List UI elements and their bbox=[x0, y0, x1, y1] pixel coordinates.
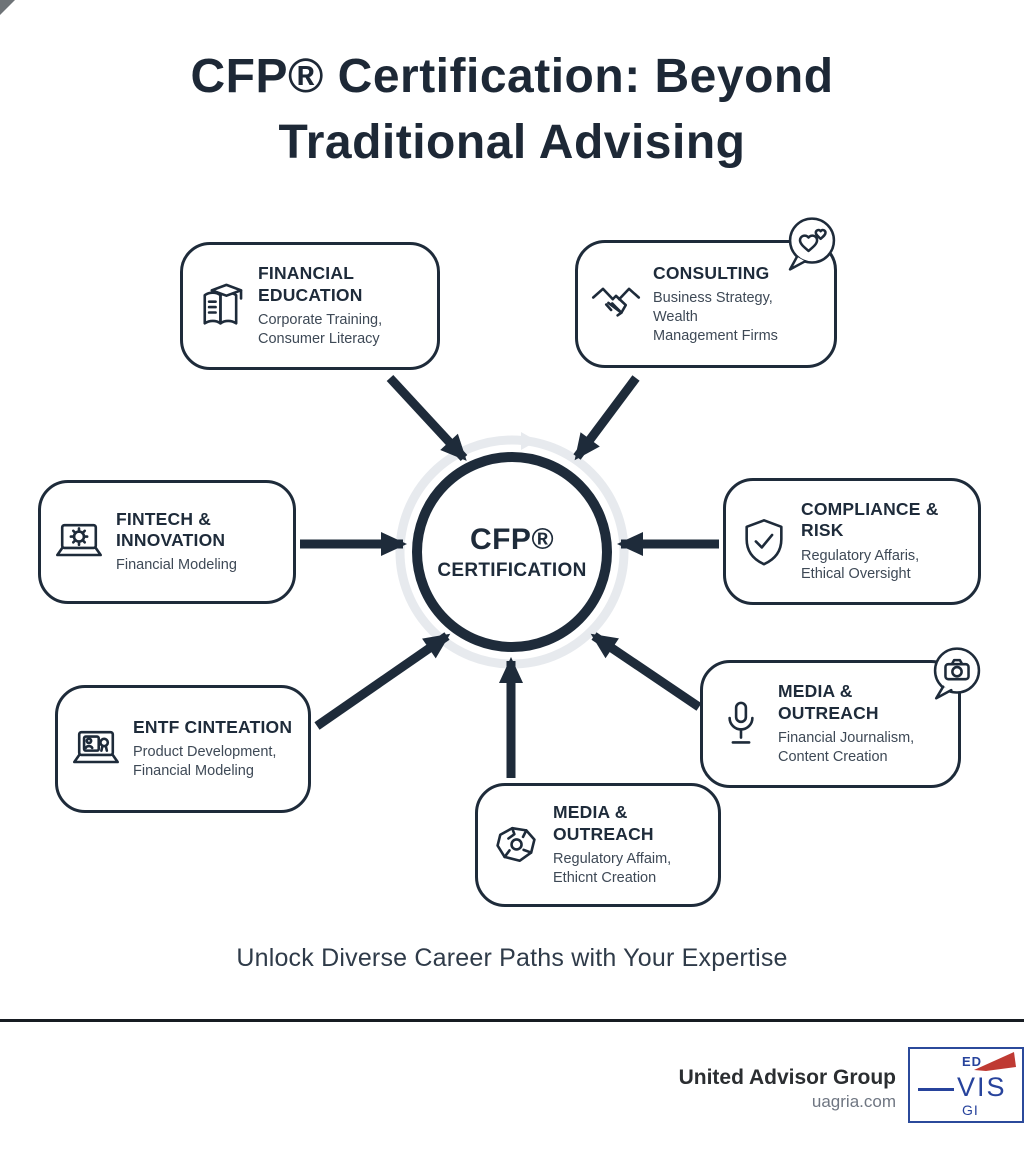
node-subtitle: Regulatory Affaim, Ethicnt Creation bbox=[553, 851, 672, 886]
center-title: CFP® bbox=[469, 522, 555, 556]
laptop-gear-icon bbox=[53, 516, 105, 568]
cycle-ring-arrowhead-icon bbox=[521, 432, 537, 450]
node-media-outreach-bottom: MEDIA & OUTREACH Regulatory Affaim, Ethi… bbox=[475, 783, 721, 907]
node-title: COMPLIANCE & RISK bbox=[801, 498, 939, 541]
logo-text-line2: VIS bbox=[957, 1072, 1007, 1102]
node-title: ENTF CINTEATION bbox=[133, 716, 293, 737]
logo-rule bbox=[918, 1088, 954, 1091]
node-title: CONSULTING bbox=[653, 262, 770, 283]
node-text: CONSULTING Business Strategy, Wealth Man… bbox=[653, 263, 820, 346]
node-subtitle: Corporate Training, Consumer Literacy bbox=[258, 312, 383, 347]
node-title: MEDIA & OUTREACH bbox=[778, 681, 879, 723]
website-url: uagria.com bbox=[811, 1092, 896, 1111]
microphone-icon bbox=[715, 698, 767, 750]
corner-artifact bbox=[0, 0, 15, 15]
center-subtitle: CERTIFICATION bbox=[437, 559, 587, 581]
node-consulting: CONSULTING Business Strategy, Wealth Man… bbox=[575, 240, 837, 368]
footer-divider bbox=[0, 1019, 1024, 1022]
node-financial-education: FINANCIAL EDUCATION Corporate Training, … bbox=[180, 242, 440, 370]
arrow-entf bbox=[314, 632, 451, 730]
crumpled-banknote-icon bbox=[490, 819, 542, 871]
node-text: FINTECH & INNOVATION Financial Modeling bbox=[116, 509, 237, 576]
speech-bubble-hearts-icon bbox=[782, 214, 842, 274]
node-media-outreach-right: MEDIA & OUTREACH Financial Journalism, C… bbox=[700, 660, 961, 788]
tagline: Unlock Diverse Career Paths with Your Ex… bbox=[236, 944, 788, 972]
node-fintech-innovation: FINTECH & INNOVATION Financial Modeling bbox=[38, 480, 296, 604]
node-text: COMPLIANCE & RISK Regulatory Affaris, Et… bbox=[801, 499, 964, 584]
node-entf-cinteation: ENTF CINTEATION Product Development, Fin… bbox=[55, 685, 311, 813]
arrow-media-right bbox=[590, 632, 702, 711]
logo-text-line1: ED bbox=[962, 1054, 983, 1069]
handshake-icon bbox=[590, 278, 642, 330]
uag-logo: ED VIS GI bbox=[908, 1047, 1024, 1123]
node-subtitle: Regulatory Affaris, Ethical Oversight bbox=[801, 547, 920, 583]
page-title: CFP® Certification: Beyond Traditional A… bbox=[190, 50, 834, 170]
logo-text-line3: GI bbox=[962, 1102, 979, 1118]
center-node-cfp-certification: CFP® CERTIFICATION bbox=[412, 452, 612, 652]
speech-bubble-camera-icon bbox=[927, 644, 987, 704]
node-subtitle: Financial Journalism, Content Creation bbox=[778, 730, 915, 765]
node-text: FINANCIAL EDUCATION Corporate Training, … bbox=[258, 263, 382, 348]
arrow-financial-education bbox=[386, 374, 468, 462]
node-subtitle: Financial Modeling bbox=[116, 557, 237, 574]
company-name: United Advisor Group bbox=[678, 1066, 896, 1089]
node-subtitle: Product Development, Financial Modeling bbox=[133, 744, 277, 780]
arrow-consulting bbox=[573, 375, 640, 461]
node-title: MEDIA & OUTREACH bbox=[553, 802, 654, 844]
node-subtitle: Business Strategy, Wealth Management Fir… bbox=[653, 289, 778, 344]
logo-flag-icon bbox=[972, 1050, 1018, 1072]
node-compliance-risk: COMPLIANCE & RISK Regulatory Affaris, Et… bbox=[723, 478, 981, 605]
node-title: FINANCIAL EDUCATION bbox=[258, 263, 363, 305]
node-text: MEDIA & OUTREACH Regulatory Affaim, Ethi… bbox=[553, 802, 704, 887]
node-text: MEDIA & OUTREACH Financial Journalism, C… bbox=[778, 681, 944, 766]
laptop-id-card-icon bbox=[70, 723, 122, 775]
shield-check-icon bbox=[738, 516, 790, 568]
node-text: ENTF CINTEATION Product Development, Fin… bbox=[133, 717, 292, 781]
node-title: FINTECH & INNOVATION bbox=[116, 508, 226, 551]
book-graduation-icon bbox=[195, 280, 247, 332]
